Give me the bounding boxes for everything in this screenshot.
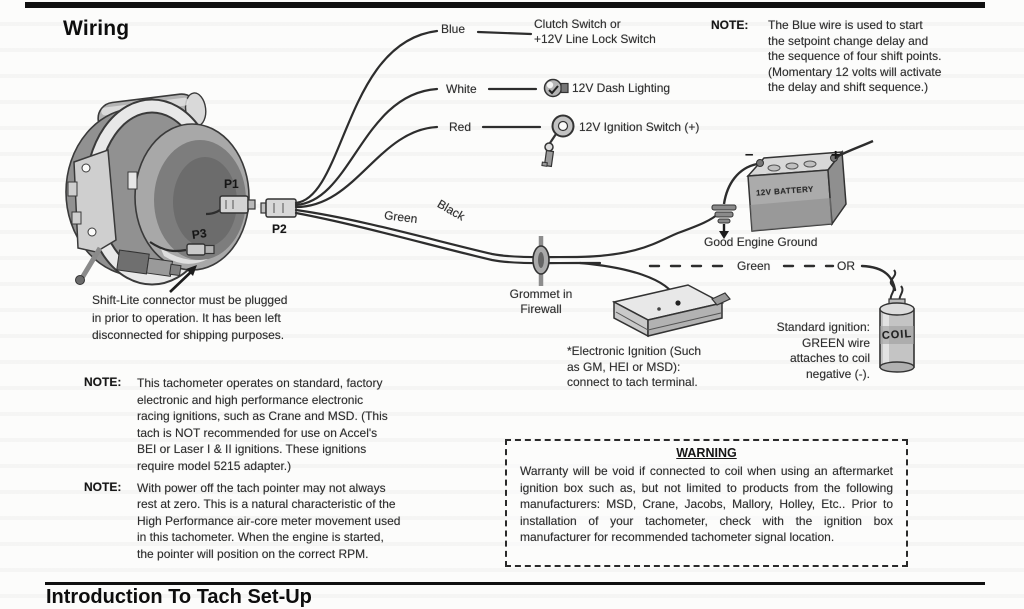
warning-box: WARNING Warranty will be void if connect… bbox=[505, 439, 908, 567]
green-dash-label: Green bbox=[737, 259, 771, 273]
tach-lower-hardware bbox=[75, 246, 182, 285]
top-note-text: The Blue wire is used to start the setpo… bbox=[768, 18, 942, 94]
footer-title: Introduction To Tach Set-Up bbox=[46, 586, 312, 608]
blue-label-dash bbox=[476, 30, 533, 36]
coil-wire-squiggle bbox=[889, 269, 897, 304]
note1-text: This tachometer operates on standard, fa… bbox=[137, 376, 388, 473]
wire-red bbox=[294, 125, 439, 209]
grommet-icon bbox=[532, 236, 550, 286]
coil-label: COIL bbox=[881, 327, 913, 343]
p2-label: P2 bbox=[272, 222, 287, 236]
note1-label: NOTE: bbox=[84, 375, 122, 389]
coil-illustration bbox=[879, 269, 915, 373]
p3-connector bbox=[186, 243, 215, 256]
shift-lite-note: Shift-Lite connector must be plugged in … bbox=[92, 293, 288, 342]
blue-wire-label: Blue bbox=[441, 22, 466, 36]
good-engine-ground-label: Good Engine Ground bbox=[704, 235, 818, 249]
p1-connector bbox=[219, 195, 256, 214]
grommet-label: Grommet in Firewall bbox=[509, 287, 573, 316]
battery-plus: + bbox=[831, 147, 841, 164]
p3-wire bbox=[149, 241, 187, 253]
battery-illustration bbox=[722, 139, 874, 232]
warning-body: Warranty will be void if connected to co… bbox=[520, 464, 893, 545]
footer-rule bbox=[45, 582, 985, 585]
bulb-icon bbox=[543, 78, 569, 98]
ignition-switch-label: 12V Ignition Switch (+) bbox=[579, 120, 700, 134]
top-rule bbox=[25, 2, 985, 8]
top-note-label: NOTE: bbox=[711, 18, 749, 32]
wire-black bbox=[294, 208, 721, 259]
electronic-ignition-label: *Electronic Ignition (Such as GM, HEI or… bbox=[567, 344, 702, 389]
ignition-box-plug bbox=[711, 292, 731, 306]
battery-plus-wire bbox=[835, 139, 874, 159]
p3-label: P3 bbox=[190, 226, 208, 242]
tach-mount-plate bbox=[67, 148, 117, 253]
wire-blue bbox=[294, 29, 439, 205]
note2-label: NOTE: bbox=[84, 480, 122, 494]
wire-white bbox=[294, 87, 439, 207]
red-wire-label: Red bbox=[449, 120, 472, 134]
warning-title: WARNING bbox=[676, 446, 737, 460]
clutch-switch-label: Clutch Switch or +12V Line Lock Switch bbox=[534, 17, 656, 46]
shift-lite-arrow-icon bbox=[169, 265, 197, 293]
wire-green bbox=[294, 211, 602, 265]
p1-label: P1 bbox=[224, 177, 239, 191]
dash-lighting-label: 12V Dash Lighting bbox=[572, 81, 671, 95]
p2-connector bbox=[260, 198, 297, 218]
tach-body bbox=[127, 123, 250, 271]
tach-illustration bbox=[65, 92, 297, 293]
battery-minus: – bbox=[745, 146, 754, 163]
key-icon bbox=[541, 114, 575, 168]
battery-minus-wire bbox=[722, 162, 758, 205]
ignition-box-illustration bbox=[611, 284, 731, 338]
standard-ignition-label: Standard ignition: GREEN wire attaches t… bbox=[776, 320, 870, 381]
note2-text: With power off the tach pointer may not … bbox=[137, 481, 401, 561]
or-label: OR bbox=[837, 259, 855, 273]
ground-symbol bbox=[711, 204, 737, 239]
white-wire-label: White bbox=[446, 82, 477, 96]
page-title: Wiring bbox=[63, 17, 130, 40]
